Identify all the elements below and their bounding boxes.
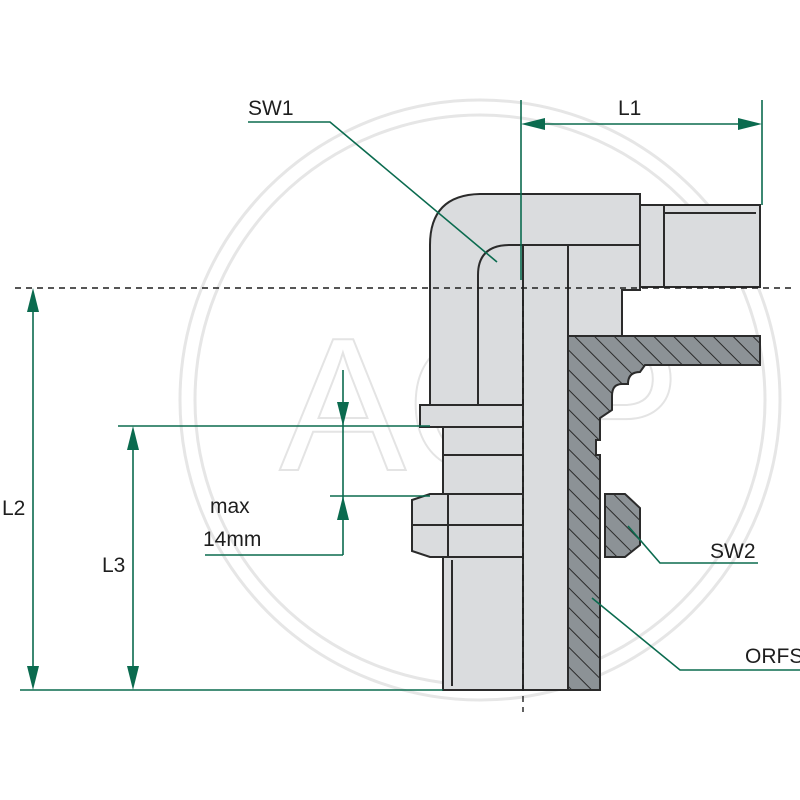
orfs-leader [591,597,800,671]
arrow-icon [27,288,39,312]
max-label: max [210,495,250,518]
sw2-leader [627,525,758,564]
arrow-icon [127,426,139,450]
upper-thread-end [639,204,761,288]
arrow-icon [337,402,349,426]
sw2-label: SW2 [710,540,756,563]
l1-label: L1 [618,97,641,120]
sw1-label: SW1 [248,97,294,120]
arrow-icon [521,118,545,130]
watermark-circle [178,98,782,702]
l2-label: L2 [2,497,25,520]
max-value-label: 14mm [203,528,261,551]
section-hatch-upper [567,335,761,691]
dimensions [20,100,800,691]
orfs-label: ORFS [745,645,800,668]
arrow-icon [738,118,762,130]
l3-label: L3 [102,554,125,577]
fitting-body [411,193,761,691]
sw1-leader [248,121,498,263]
nut-section [604,493,641,558]
arrow-icon [127,666,139,690]
arrow-icon [27,666,39,690]
arrow-icon [337,496,349,520]
bore [522,244,569,691]
